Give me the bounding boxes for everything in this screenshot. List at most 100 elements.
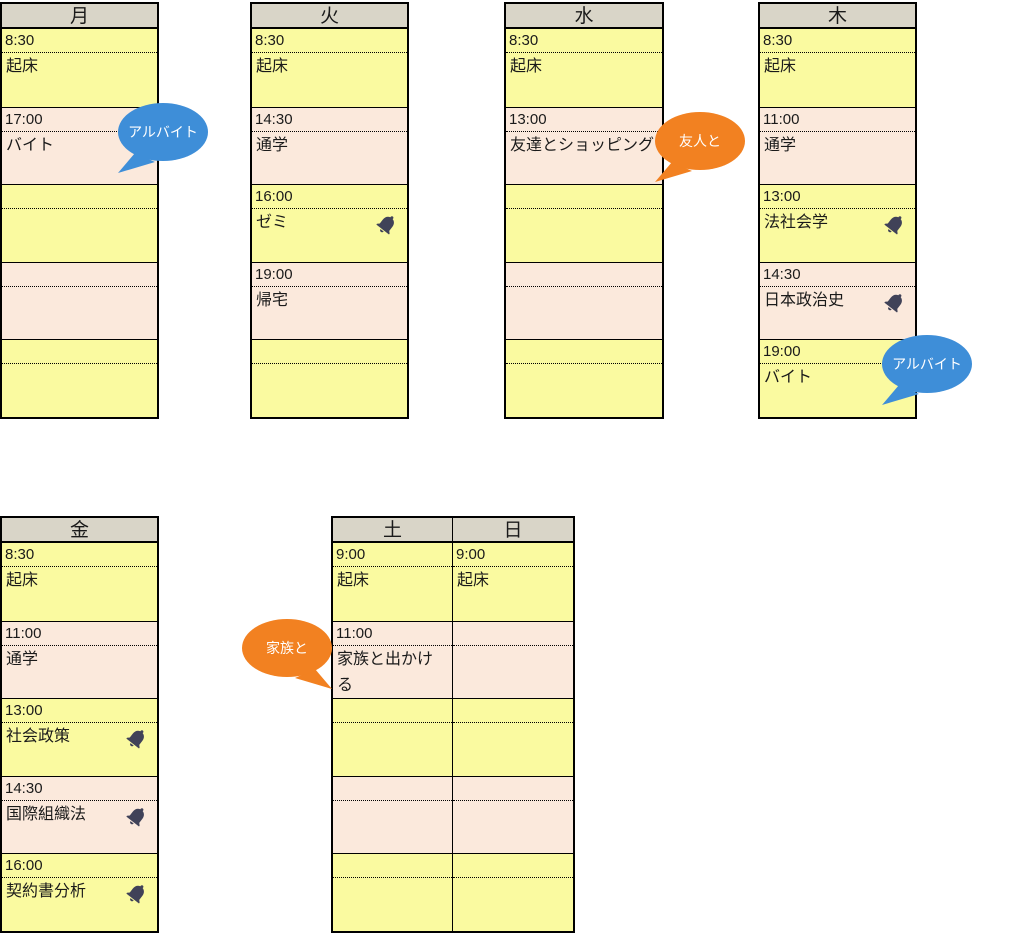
callout-bubble-blue: アルバイト <box>877 333 977 411</box>
slot-event <box>2 209 157 211</box>
slot-time: 8:30 <box>252 29 407 53</box>
event-label: 帰宅 <box>256 291 289 309</box>
time-slot <box>333 775 452 853</box>
time-slot: 13:00 友達とショッピング <box>506 106 662 184</box>
slot-event <box>453 878 573 880</box>
slot-time <box>506 340 662 364</box>
day-header: 金 <box>2 518 157 543</box>
slot-time <box>252 340 407 364</box>
slot-event <box>506 209 662 211</box>
slot-event: 起床 <box>252 53 407 81</box>
slot-time: 8:30 <box>760 29 915 53</box>
time-slot <box>453 775 573 853</box>
event-label: 起床 <box>457 572 490 589</box>
event-label: 法社会学 <box>764 214 829 231</box>
day-header: 日 <box>452 518 573 543</box>
event-label: 通学 <box>256 136 289 154</box>
slot-event: 家族と出かける <box>333 646 452 699</box>
slot-time: 16:00 <box>2 854 157 878</box>
event-label: 社会政策 <box>6 728 71 745</box>
slot-event <box>506 287 662 289</box>
time-slot <box>333 853 452 931</box>
event-label: 友達とショッピング <box>510 136 655 154</box>
slot-event: 通学 <box>252 132 407 160</box>
slot-time: 16:00 <box>252 185 407 209</box>
slot-event <box>506 364 662 366</box>
slot-event <box>2 364 157 366</box>
time-slot <box>506 261 662 339</box>
event-label: 起床 <box>764 58 797 75</box>
day-header-row: 木 <box>760 4 915 29</box>
time-slot <box>252 339 407 417</box>
bell-icon <box>884 216 902 235</box>
slot-event: バイト <box>760 364 915 392</box>
day-header-row: 土日 <box>333 518 573 543</box>
slot-time: 9:00 <box>333 543 452 567</box>
time-slot: 13:00 法社会学 <box>760 184 915 262</box>
event-label: 起床 <box>256 58 289 75</box>
slot-time: 11:00 <box>760 108 915 132</box>
time-slot <box>2 261 157 339</box>
callout-bubble-blue: アルバイト <box>113 101 213 179</box>
speech-bubble-shape <box>118 103 208 173</box>
event-label: 起床 <box>510 58 543 75</box>
slot-time <box>2 185 157 209</box>
bell-icon <box>126 807 144 826</box>
time-slot <box>506 339 662 417</box>
slot-event <box>2 287 157 289</box>
slot-time <box>333 777 452 801</box>
speech-bubble-shape <box>242 619 332 689</box>
slot-time <box>453 777 573 801</box>
slot-event <box>453 646 573 648</box>
speech-bubble-shape <box>882 335 972 405</box>
slot-event: 起床 <box>506 53 662 81</box>
bell-icon <box>376 216 394 235</box>
event-label: 起床 <box>6 58 39 75</box>
slot-event: 社会政策 <box>2 723 157 751</box>
slot-time: 8:30 <box>506 29 662 53</box>
callout-label: アルバイト <box>128 124 198 140</box>
callout-label: アルバイト <box>892 356 962 372</box>
slot-time <box>453 622 573 646</box>
event-label: バイト <box>6 136 55 154</box>
slot-time <box>2 340 157 364</box>
slot-time: 13:00 <box>506 108 662 132</box>
event-label: 家族と出かける <box>337 650 434 694</box>
time-slot: 8:30 起床 <box>252 29 407 107</box>
time-slot: 8:30 起床 <box>760 29 915 107</box>
event-label: バイト <box>764 369 813 386</box>
bell-icon <box>126 885 144 904</box>
bell-icon <box>126 730 144 749</box>
slot-event: 起床 <box>453 567 573 595</box>
callout-label: 家族と <box>266 640 308 656</box>
slot-event: 友達とショッピング <box>506 132 662 160</box>
day-header: 土 <box>333 518 452 543</box>
slot-time: 13:00 <box>760 185 915 209</box>
day-column: 8:30 起床 13:00 友達とショッピング <box>506 29 662 417</box>
day-header-row: 月 <box>2 4 157 29</box>
slot-event <box>252 364 407 366</box>
day-header: 月 <box>2 4 157 29</box>
slot-event <box>453 723 573 725</box>
